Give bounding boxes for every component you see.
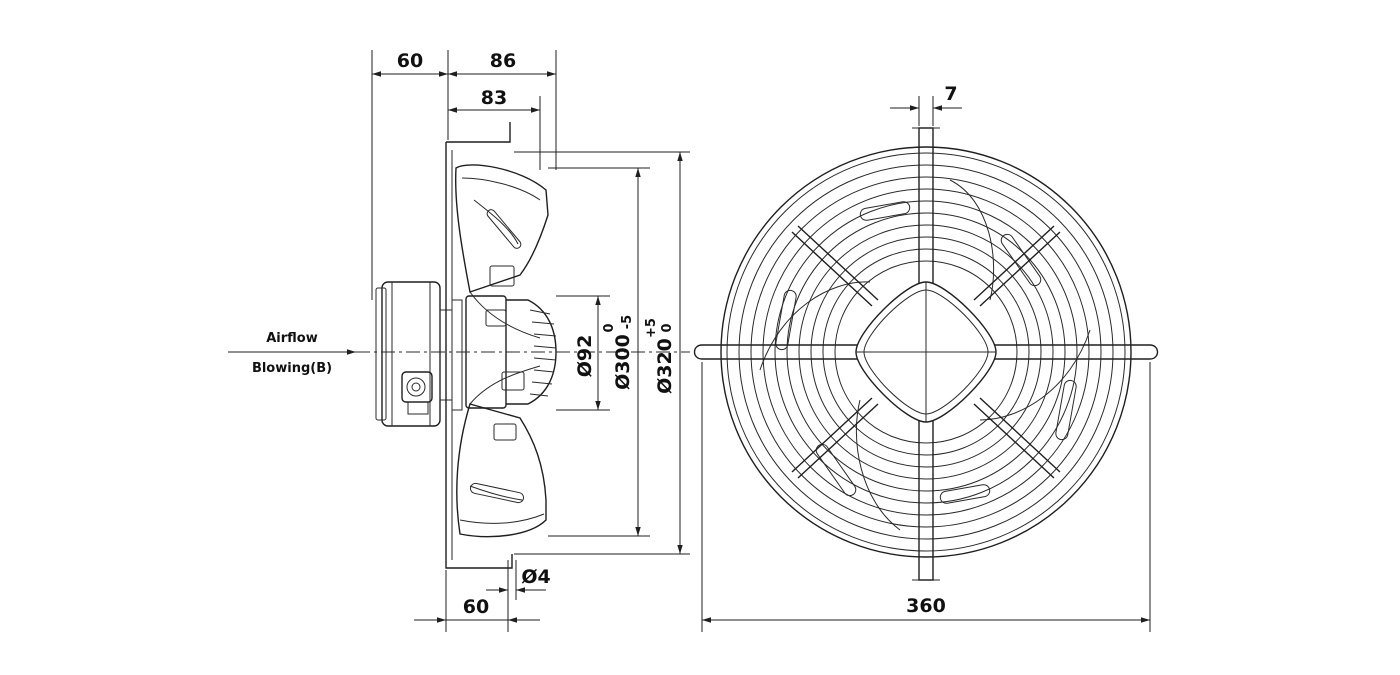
guard-struts [791,225,1061,479]
mounting-plate [445,122,513,569]
cable-gland [401,371,433,415]
motor-housing [375,281,463,427]
dim-360: 360 [906,595,946,617]
dim-83: 83 [481,87,507,109]
dim-92: Ø92 [574,335,596,378]
hub [465,265,557,441]
dim-320-tol-bottom: 0 [660,323,675,332]
front-view: 7 360 [693,83,1159,632]
dim-320-tol-top: +5 [644,318,659,338]
upper-blade [455,164,549,293]
dim-60-bottom: 60 [463,596,489,618]
dim-300-tol-top: 0 [602,323,617,332]
blade-edge [469,365,541,405]
dim-hole: Ø4 [521,566,550,588]
dim-7: 7 [944,83,957,105]
lower-blade [456,403,547,538]
center-hub [855,281,997,423]
dim-86: 86 [490,50,516,72]
dim-320: Ø320 [654,338,676,394]
guard-rings [720,146,1132,558]
front-blades [759,179,1091,531]
side-view: 60 86 83 Ø92 Ø300 0 -5 Ø320 +5 0 60 [228,50,690,632]
dim-300-tol-bottom: -5 [620,315,635,329]
airflow-mode-label: Blowing(B) [252,361,332,376]
airflow-label: Airflow [266,331,318,346]
horizontal-bar [693,344,1159,360]
dim-300: Ø300 [612,334,634,390]
dim-60-top: 60 [397,50,423,72]
blade-edge [469,291,541,339]
vertical-bar [912,127,940,581]
